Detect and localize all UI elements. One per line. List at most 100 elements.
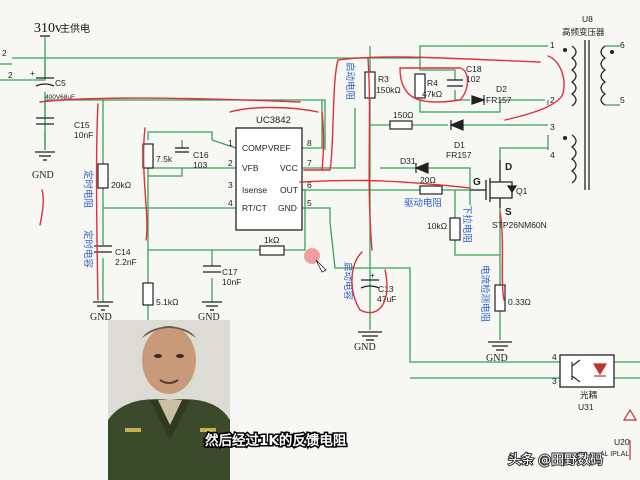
c5-plus-sign: +	[30, 68, 35, 78]
note-pulldown-resistor: 下拉电阻	[461, 205, 473, 244]
r3-ref: R3	[378, 74, 389, 84]
q1-source: S	[505, 207, 512, 218]
note-timing-capacitor: 定时电容	[82, 230, 94, 269]
d1-ref: D1	[454, 140, 465, 150]
sense-resistor	[494, 284, 506, 312]
ic-pin-number: 8	[307, 138, 312, 148]
note-timing-resistor: 定时电阻	[82, 170, 94, 209]
r4-value: 47kΩ	[422, 89, 442, 99]
d2-value: FR157	[486, 95, 512, 105]
note-start-capacitor: 启动电容	[342, 262, 354, 301]
transformer-pin: 3	[550, 122, 555, 132]
c13-ref: C13	[378, 284, 394, 294]
transformer-dots	[563, 48, 614, 140]
video-caption: 然后经过1K的反馈电阻	[205, 432, 347, 449]
gnd-symbol-1	[35, 151, 55, 161]
q1-value: STP26NM60N	[492, 220, 547, 230]
gnd-label-1: GND	[32, 170, 54, 181]
r10k-resistor	[449, 217, 461, 241]
c15-capacitor	[36, 117, 54, 125]
c15-ref: C15	[74, 120, 90, 130]
vfb-resistor	[142, 143, 154, 169]
opto-pin: 4	[552, 352, 557, 362]
gnd-symbol-3	[202, 301, 222, 311]
opto-ref: U31	[578, 402, 594, 412]
c18-capacitor	[447, 79, 463, 87]
c14-value: 2.2nF	[115, 257, 137, 267]
gnd-label-2: GND	[90, 312, 112, 323]
opto-pin: 3	[552, 376, 557, 386]
ic-right-pins: VREF VCC OUT GND 8 7 6 5	[268, 138, 312, 213]
c5-capacitor	[35, 77, 55, 87]
c16-capacitor	[175, 147, 189, 153]
c18-value: 102	[466, 74, 480, 84]
ic-pin-label: RT/CT	[242, 203, 267, 213]
d1-diode	[449, 119, 464, 131]
c13-value: 47uF	[377, 294, 396, 304]
d31-ref: D31	[400, 156, 416, 166]
u20-symbol	[622, 408, 638, 460]
optocoupler-transistor	[571, 359, 581, 383]
voltage-desc: 主供电	[60, 22, 90, 35]
left-pin: 2	[8, 70, 13, 80]
gnd-symbol-5	[488, 341, 512, 351]
gnd-label-4: GND	[354, 342, 376, 353]
c17-capacitor	[203, 265, 221, 273]
transformer-u8	[570, 40, 607, 190]
circuit-wires	[0, 45, 640, 379]
r150-resistor	[389, 120, 413, 130]
timing-resistor	[97, 163, 109, 189]
opto-name: 光耦	[580, 390, 598, 400]
d31-diode	[414, 162, 429, 174]
timing-resistor-value: 20kΩ	[111, 180, 131, 190]
presenter-figure	[108, 320, 230, 480]
feedback-resistor	[259, 245, 285, 256]
r3-resistor	[364, 71, 376, 99]
q1-gate: G	[473, 177, 481, 188]
r3-value: 150kΩ	[376, 85, 401, 95]
ic-pin-number: 3	[228, 180, 233, 190]
ic-pin-label: OUT	[280, 185, 298, 195]
sense-resistor-value: 0.33Ω	[508, 297, 531, 307]
gnd-label-3: GND	[198, 312, 220, 323]
note-start-resistor: 启动电阻	[344, 62, 356, 101]
uc3842-ic	[235, 127, 303, 231]
d2-ref: D2	[496, 84, 507, 94]
c14-ref: C14	[115, 247, 131, 257]
c13-capacitor	[360, 279, 380, 289]
ic-left-pins: COMP VFB Isense RT/CT 1 2 3 4	[228, 138, 268, 213]
optocoupler	[559, 354, 615, 388]
r4-ref: R4	[427, 78, 438, 88]
c16-value: 103	[193, 160, 207, 170]
ic-pin-number: 4	[228, 198, 233, 208]
c17-ref: C17	[222, 267, 238, 277]
c18-ref: C18	[466, 64, 482, 74]
gnd-label-5: GND	[486, 353, 508, 364]
gnd-symbol-4	[358, 331, 382, 341]
u20-ref: U20	[614, 437, 630, 447]
r20-value: 20Ω	[420, 175, 436, 185]
ic-pin-number: 7	[307, 158, 312, 168]
q1-mosfet	[470, 160, 518, 208]
red-pen-markup	[39, 55, 565, 314]
u20-extra: AL IPLAL	[600, 451, 629, 458]
ic-pin-number: 1	[228, 138, 233, 148]
gnd-symbol-2	[93, 301, 113, 311]
feedback-resistor-value: 1kΩ	[264, 235, 279, 245]
voltage-label: 310v	[34, 21, 62, 36]
d2-diode	[471, 95, 486, 105]
ic-pin-label: COMP	[242, 143, 268, 153]
transformer-pin: 4	[550, 150, 555, 160]
transformer-pin: 5	[620, 95, 625, 105]
c16-ref: C16	[193, 150, 209, 160]
transformer-pin: 1	[550, 40, 555, 50]
c5-value: 400V68uF	[45, 94, 75, 101]
ic-pin-label: VFB	[242, 163, 259, 173]
q1-ref: Q1	[516, 186, 528, 196]
d1-value: FR157	[446, 150, 472, 160]
r10k-value: 10kΩ	[427, 221, 447, 231]
transformer-name: 高频变压器	[562, 27, 605, 37]
c15-value: 10nF	[74, 130, 93, 140]
